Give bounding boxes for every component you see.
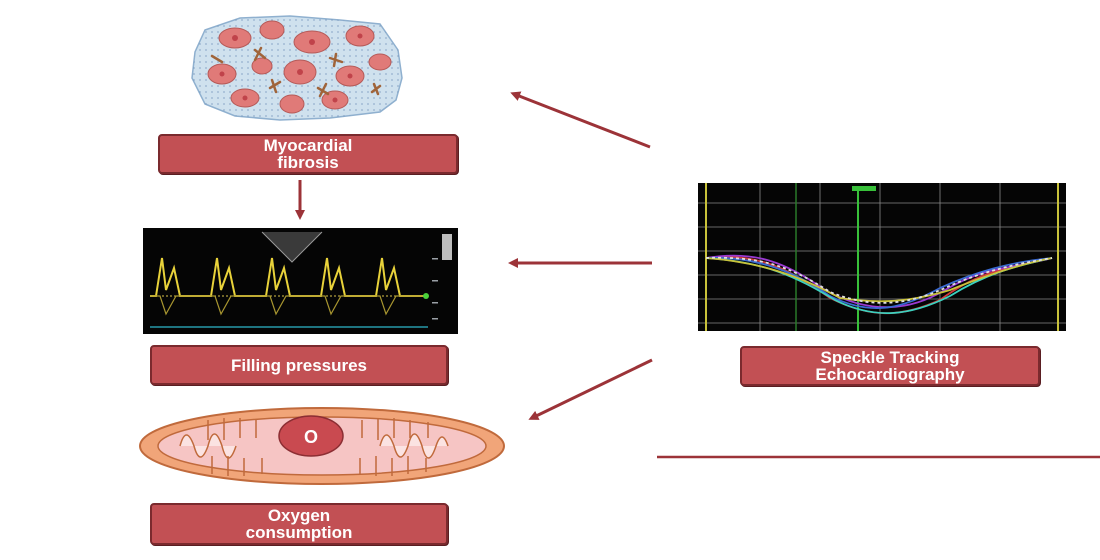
mitochondrion-letter: O <box>304 427 318 447</box>
speckle-tracking-echocardiography-label: Speckle Tracking Echocardiography <box>740 346 1040 386</box>
connector-arrows <box>295 91 1100 459</box>
myocardial-fibrosis-label: Myocardial fibrosis <box>158 134 458 174</box>
filling-pressures-label: Filling pressures <box>150 345 448 385</box>
oxygen-consumption-label: Oxygen consumption <box>150 503 448 545</box>
fibrosis-tissue-illustration <box>191 15 403 121</box>
label-line: fibrosis <box>277 153 339 172</box>
label-line: consumption <box>245 523 353 542</box>
arrow-to-fibrosis <box>510 91 651 149</box>
label-line: Filling pressures <box>230 355 368 375</box>
arrow-to-oxygen <box>528 358 653 420</box>
label-line: Oxygen <box>267 506 331 525</box>
mitochondrion-illustration: O <box>139 407 505 485</box>
doppler-echo-image <box>143 228 458 334</box>
label-line: Echocardiography <box>815 365 965 384</box>
label-line: Speckle Tracking <box>820 348 960 367</box>
label-line: Myocardial <box>263 136 353 155</box>
strain-curve-chart <box>698 183 1066 331</box>
